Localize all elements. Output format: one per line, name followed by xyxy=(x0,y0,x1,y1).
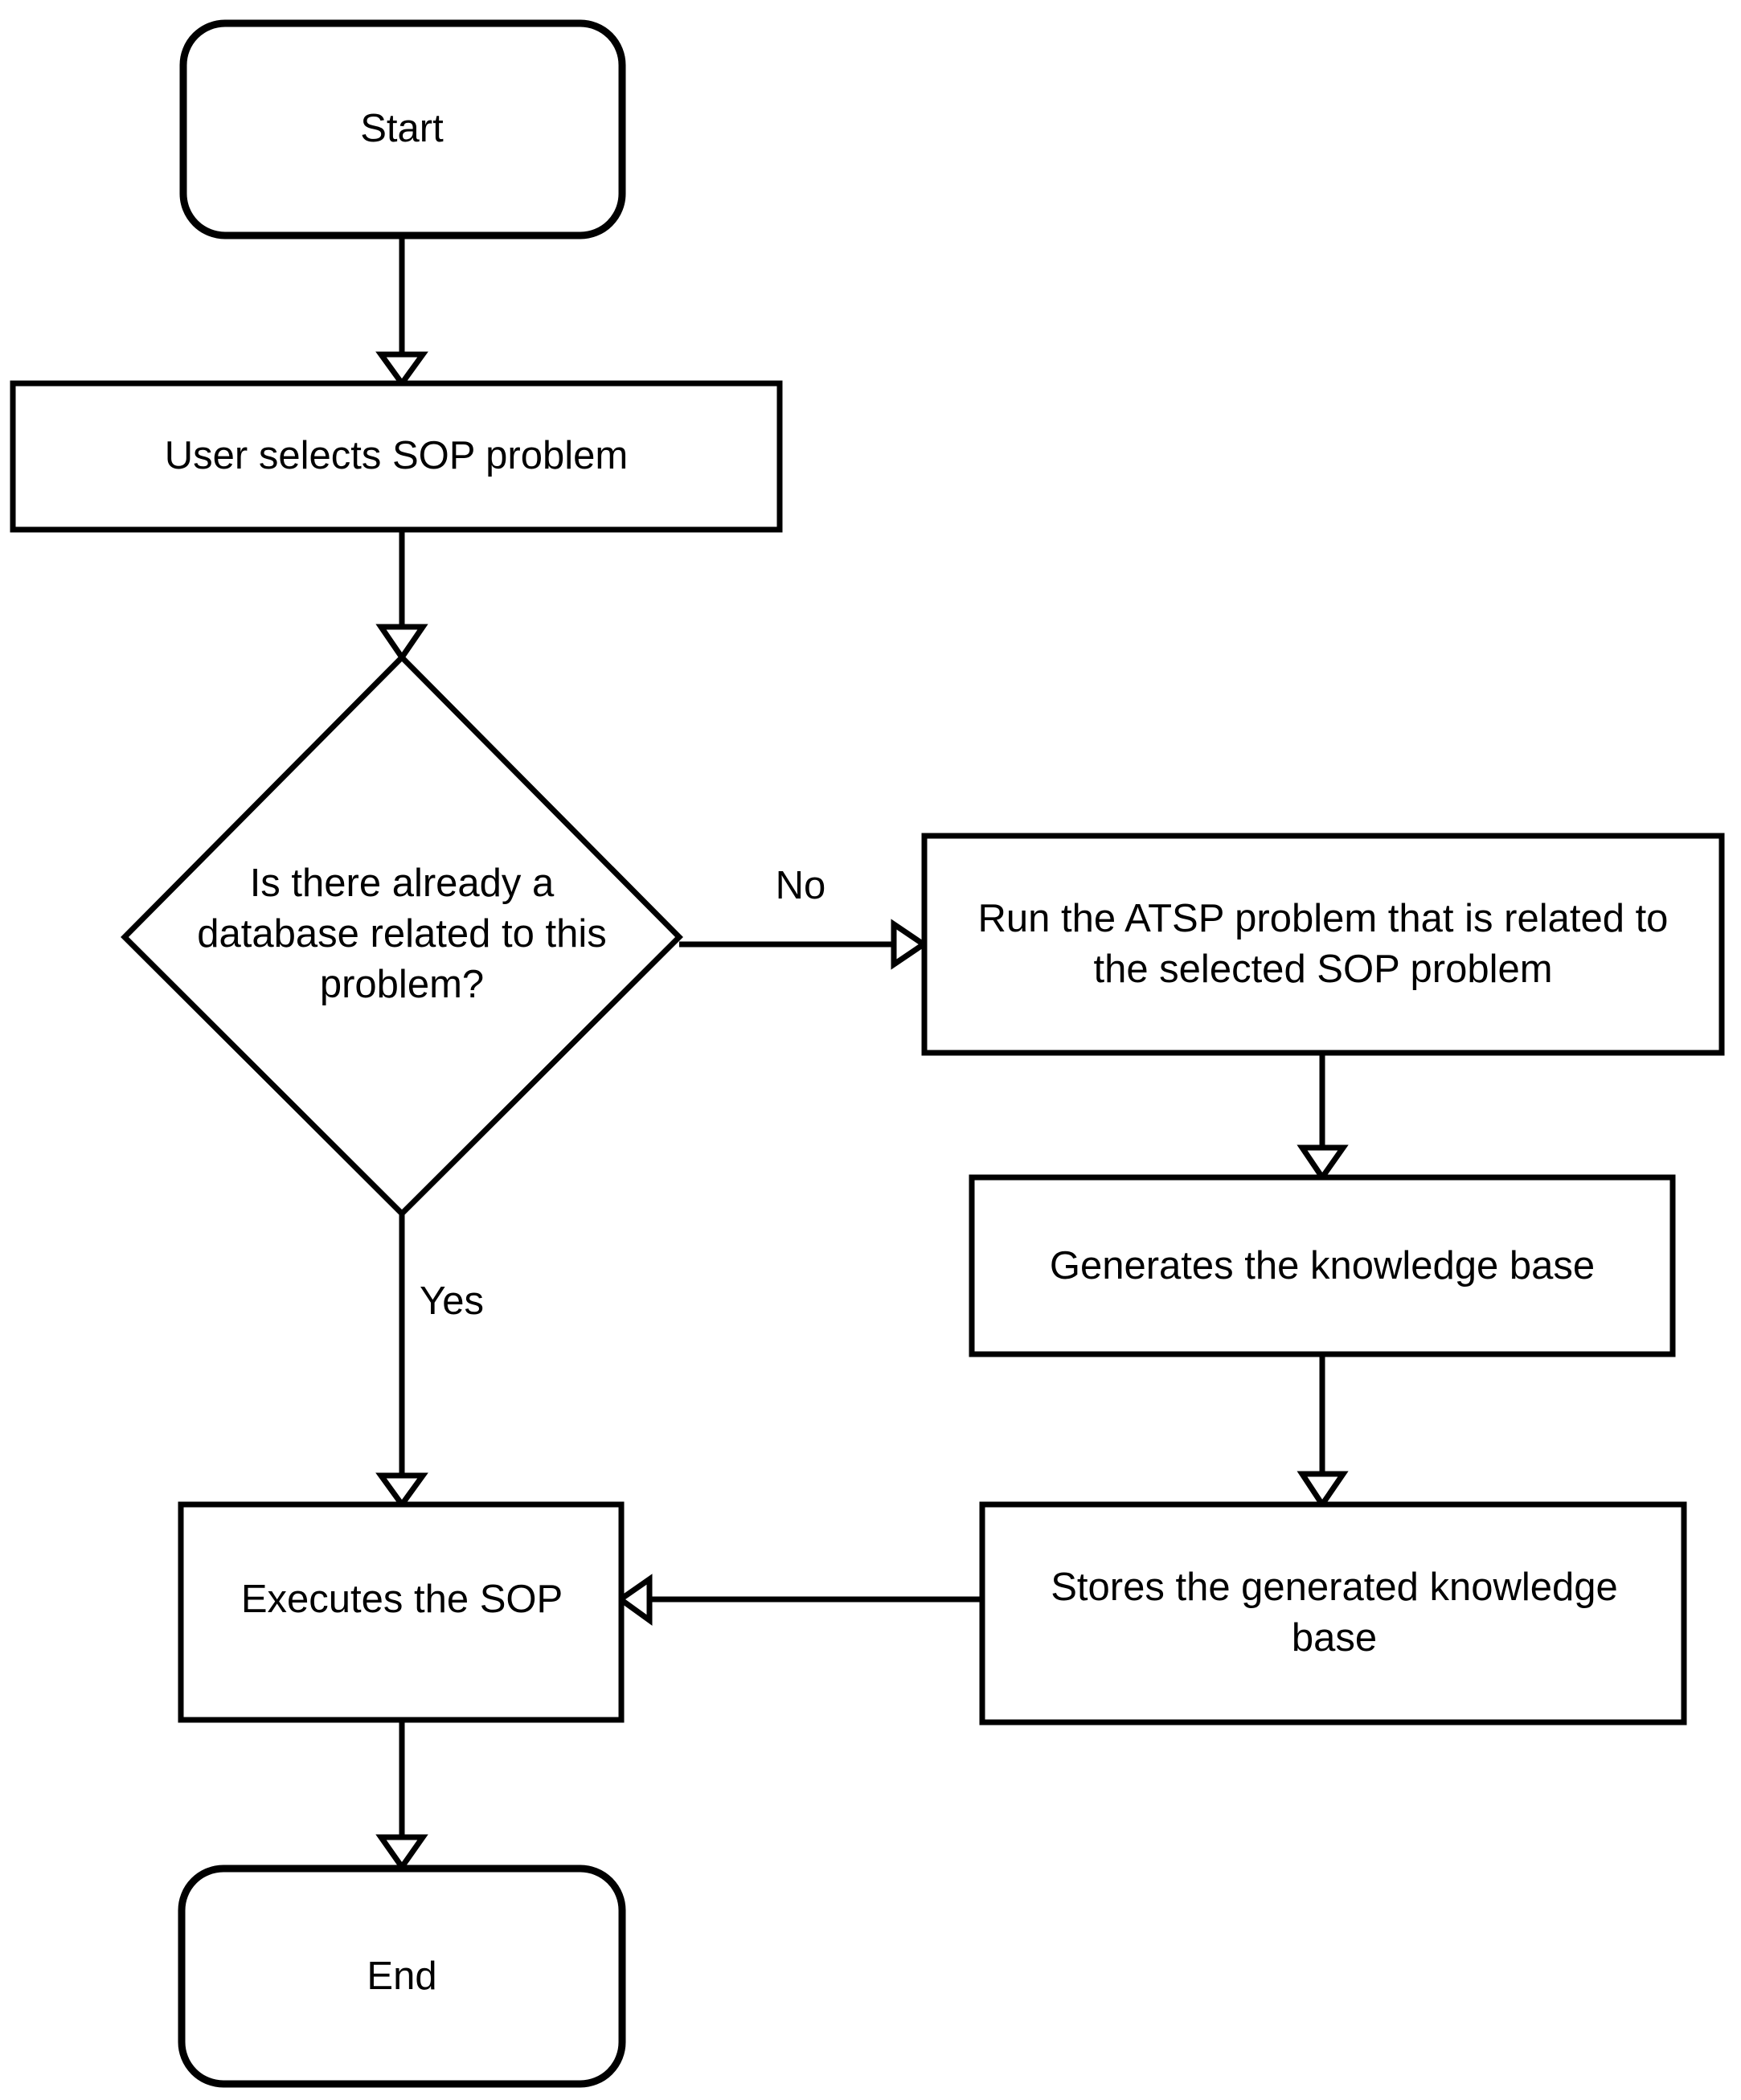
store-kb-label-line2: base xyxy=(1292,1616,1377,1660)
decision-shape[interactable] xyxy=(121,653,683,1218)
select-problem-label: User selects SOP problem xyxy=(165,434,628,477)
arrow-head-right xyxy=(891,919,929,970)
edge-store-to-execute xyxy=(615,1574,982,1626)
arrow-head-down xyxy=(1297,1144,1349,1183)
edge-execute-to-end xyxy=(375,1720,428,1873)
node-start[interactable]: Start xyxy=(179,19,626,239)
arrow-head-down xyxy=(1297,1471,1349,1510)
edge-run-atsp-to-generate xyxy=(1297,1053,1349,1183)
edge-decision-to-execute: Yes xyxy=(375,1214,484,1509)
node-store-kb[interactable]: Stores the generated knowledge base xyxy=(979,1501,1687,1725)
store-kb-shape[interactable] xyxy=(979,1501,1687,1725)
store-kb-label-line1: Stores the generated knowledge xyxy=(1051,1566,1618,1609)
edge-decision-to-run-atsp: No xyxy=(679,864,929,970)
arrow-head-down xyxy=(375,351,428,388)
arrow-head-down xyxy=(375,1472,428,1509)
node-decision[interactable]: Is there already a database related to t… xyxy=(121,653,683,1218)
generate-kb-shape[interactable] xyxy=(969,1174,1676,1357)
arrow-head-down xyxy=(375,624,428,663)
start-shape[interactable] xyxy=(179,19,626,239)
node-execute-sop[interactable]: Executes the SOP xyxy=(178,1501,625,1723)
end-shape[interactable] xyxy=(178,1865,626,2088)
run-atsp-label-line1: Run the ATSP problem that is related to xyxy=(978,897,1669,940)
execute-sop-shape[interactable] xyxy=(178,1501,625,1723)
edge-label-no: No xyxy=(776,864,826,907)
decision-label-line1: Is there already a xyxy=(250,862,555,905)
edge-start-to-select xyxy=(375,237,428,388)
decision-label-line3: problem? xyxy=(320,963,484,1006)
run-atsp-shape[interactable] xyxy=(921,833,1725,1056)
arrow-head-left xyxy=(615,1574,653,1626)
arrow-head-down xyxy=(375,1834,428,1873)
decision-label-line2: database related to this xyxy=(197,912,606,956)
node-select-problem[interactable]: User selects SOP problem xyxy=(10,380,783,533)
end-label: End xyxy=(367,1955,436,1998)
generate-kb-label: Generates the knowledge base xyxy=(1050,1244,1595,1287)
execute-sop-label: Executes the SOP xyxy=(241,1578,563,1621)
select-problem-shape[interactable] xyxy=(10,380,783,533)
start-label: Start xyxy=(360,107,444,150)
edge-select-to-decision xyxy=(375,530,428,663)
edge-generate-to-store xyxy=(1297,1354,1349,1510)
edge-label-yes: Yes xyxy=(420,1279,484,1323)
node-end[interactable]: End xyxy=(178,1865,626,2088)
run-atsp-label-line2: the selected SOP problem xyxy=(1093,948,1552,991)
node-generate-kb[interactable]: Generates the knowledge base xyxy=(969,1174,1676,1357)
node-run-atsp[interactable]: Run the ATSP problem that is related to … xyxy=(921,833,1725,1056)
